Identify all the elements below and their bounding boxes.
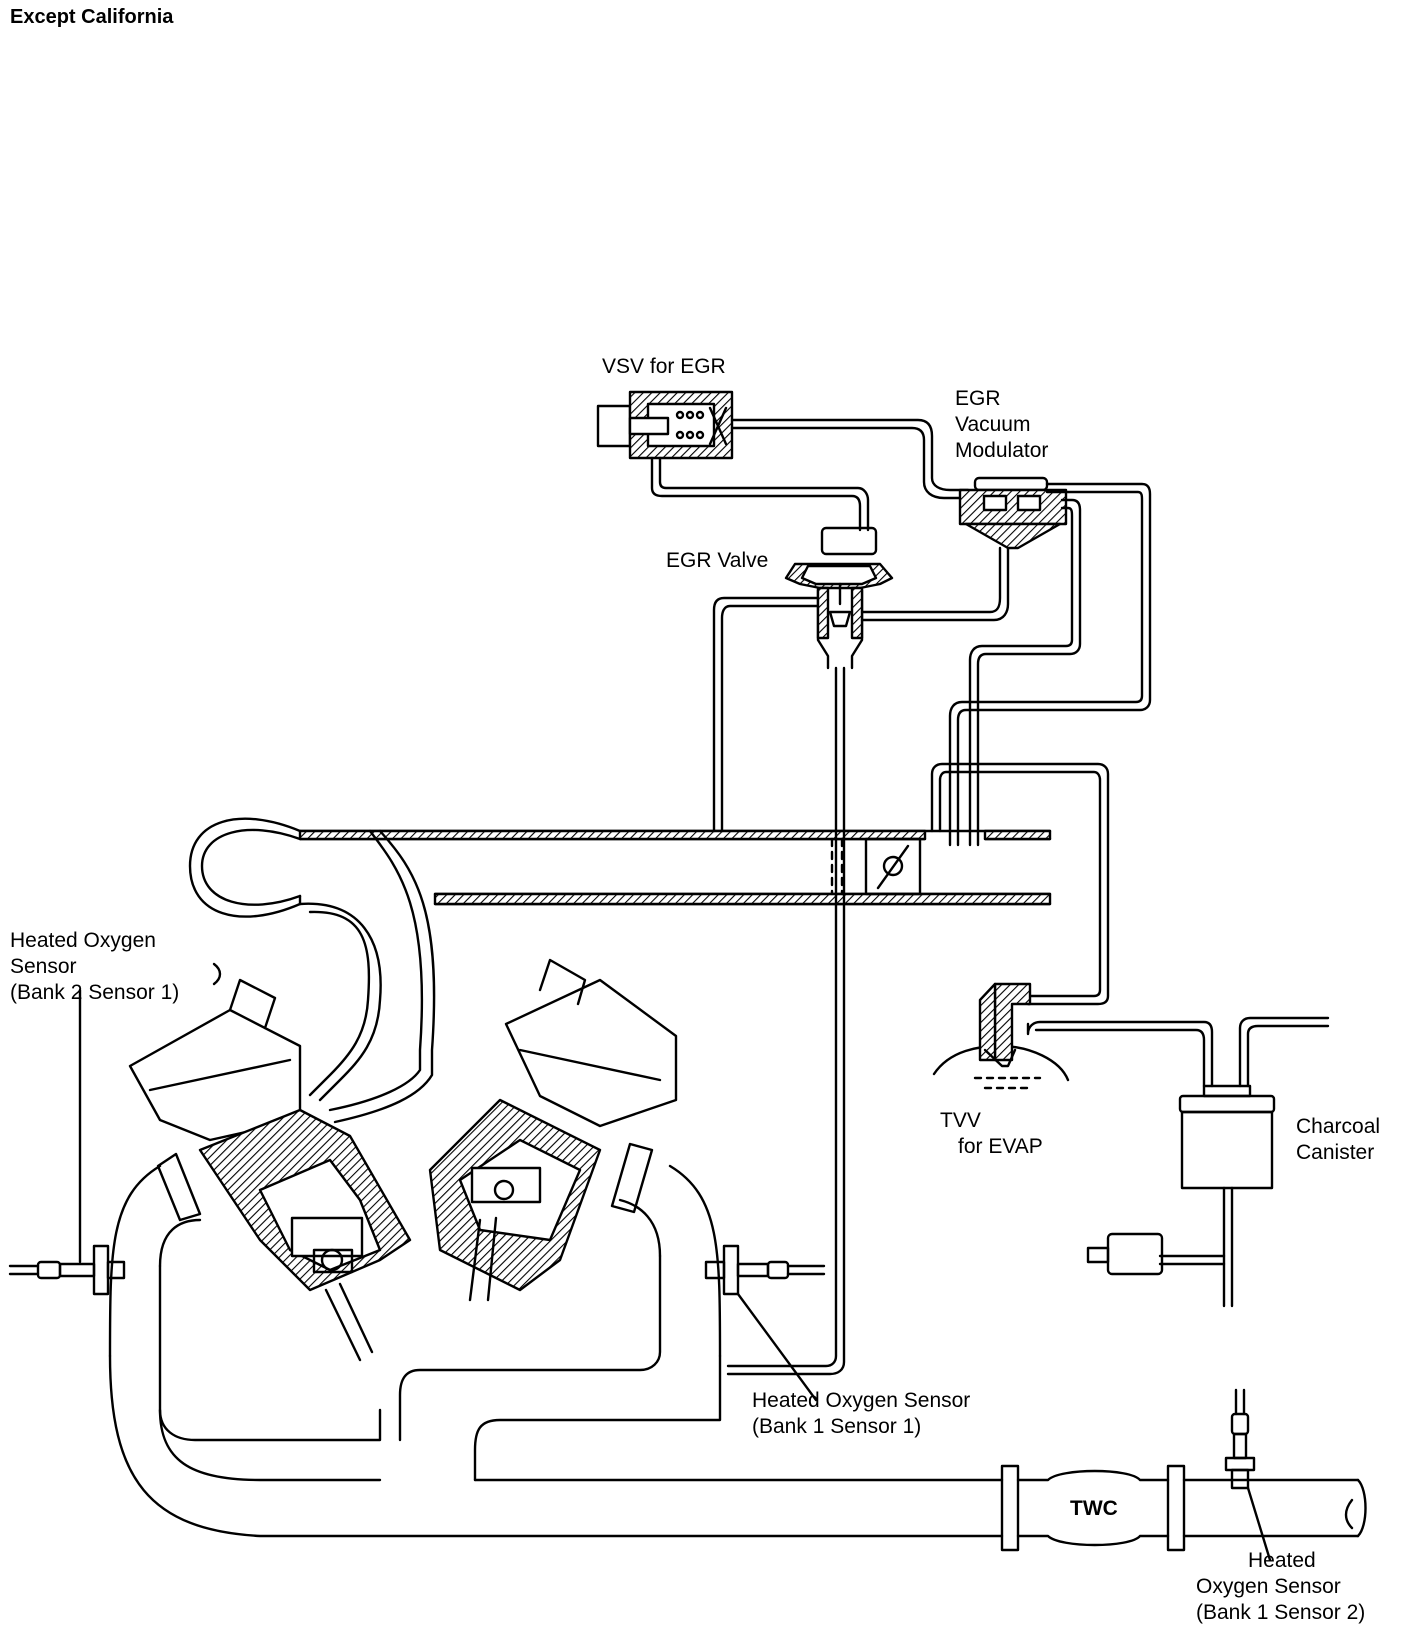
egr-to-modulator [860,546,1010,622]
label-o2-bank2-sensor1-line1: Heated Oxygen [10,929,156,952]
label-o2-bank1-sensor2-line2: Oxygen Sensor [1196,1575,1341,1598]
label-o2-bank1-sensor2-line1: Heated [1248,1549,1316,1572]
intake-runner [298,829,436,1124]
intake-to-tvv [930,762,1110,1006]
label-charcoal-canister-line1: Charcoal [1296,1115,1381,1138]
throttle-body [864,837,922,896]
page-title: Except California [10,6,174,28]
engine-block [108,958,722,1442]
intake-plenum [188,817,302,918]
o2-sensor-bank2-sensor1 [8,988,126,1296]
egr-exhaust-line [726,666,846,1376]
egr-passage-dashed [830,837,844,896]
label-tvv-line1: TVV [940,1109,981,1132]
intake-pipe [298,829,1052,906]
charcoal-canister [1086,1084,1276,1308]
label-o2-bank1-sensor1-line1: Heated Oxygen Sensor [752,1389,971,1412]
label-twc: TWC [1070,1497,1118,1520]
label-charcoal-canister-line2: Canister [1296,1141,1375,1164]
label-egr-vacuum-modulator-line2: Vacuum [955,413,1031,436]
vsv-egr [596,390,734,460]
label-o2-bank2-sensor1-line2: Sensor [10,955,77,978]
vsv-hoses [650,418,970,532]
tvv-evap [932,982,1070,1090]
egr-to-intake [712,596,820,833]
modulator-hoses [948,482,1152,847]
tvv-to-canister [1026,1016,1330,1088]
o2-sensor-bank1-sensor2 [1224,1388,1272,1562]
label-tvv-line2: for EVAP [958,1135,1043,1158]
label-o2-bank2-sensor1-line3: (Bank 2 Sensor 1) [10,981,180,1004]
egr-vacuum-modulator [958,476,1068,550]
label-egr-vacuum-modulator-line3: Modulator [955,439,1049,462]
label-o2-bank1-sensor1-line2: (Bank 1 Sensor 1) [752,1415,922,1438]
exhaust-pipe [108,1354,1367,1538]
leader-lines [212,962,222,986]
label-egr-vacuum-modulator-line1: EGR [955,387,1001,410]
label-vsv-egr: VSV for EGR [602,355,726,378]
label-egr-valve: EGR Valve [666,549,769,572]
o2-sensor-bank1-sensor1 [704,1244,826,1402]
twc-converter [1000,1464,1186,1552]
label-o2-bank1-sensor2-line3: (Bank 1 Sensor 2) [1196,1601,1366,1624]
